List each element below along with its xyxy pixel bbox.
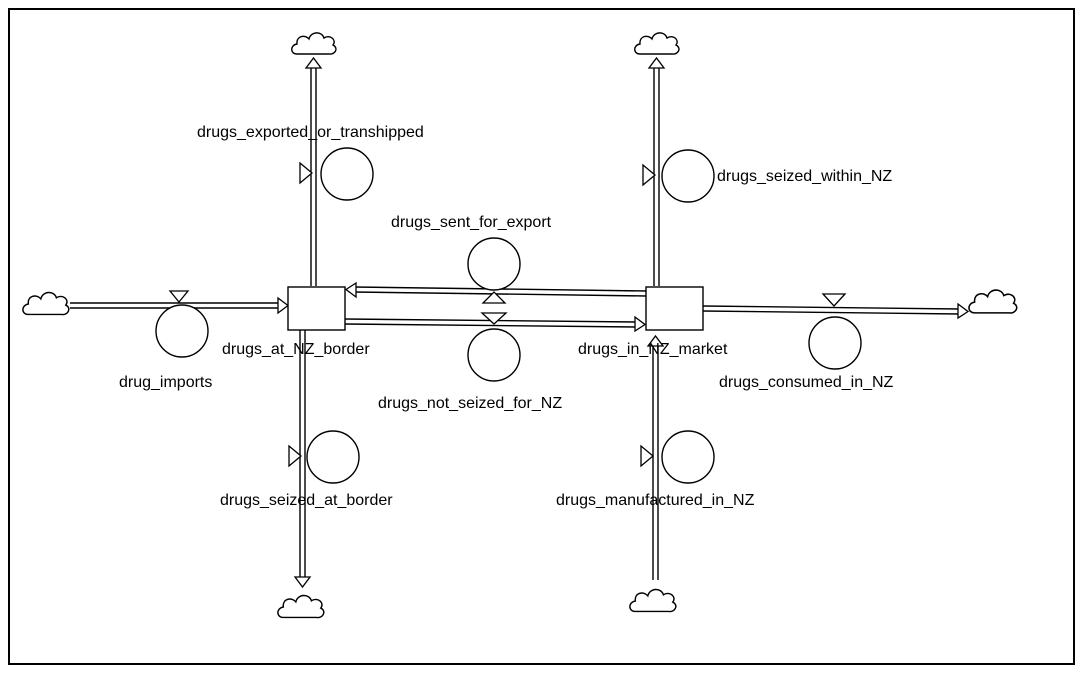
label-drug-imports: drug_imports <box>119 374 212 391</box>
arrowhead-icon <box>293 576 312 589</box>
label-drugs-not-seized-for-nz: drugs_not_seized_for_NZ <box>378 395 562 412</box>
flow-pipe-drugs-manufactured <box>646 334 665 580</box>
arrowhead-icon <box>277 296 290 315</box>
arrowhead-icon <box>304 56 323 69</box>
valve-drugs-exported[interactable] <box>299 147 374 201</box>
label-drugs-exported-or-transhipped: drugs_exported_or_transhipped <box>197 124 424 141</box>
arrowhead-icon <box>957 302 970 320</box>
label-drugs-sent-for-export: drugs_sent_for_export <box>391 214 552 231</box>
flow-pipe-drugs-exported <box>304 56 323 286</box>
label-drugs-at-nz-border: drugs_at_NZ_border <box>222 341 370 358</box>
valve-drugs-sent-for-export[interactable] <box>467 237 521 304</box>
valve-drugs-seized-within[interactable] <box>642 149 715 203</box>
flow-pipe-drugs-consumed <box>702 302 970 320</box>
arrowhead-icon <box>344 281 357 299</box>
flow-pipe-drugs-seized-at-border <box>293 330 312 589</box>
valve-drugs-seized-at-border[interactable] <box>288 430 360 484</box>
valve-drug-imports[interactable] <box>155 290 209 358</box>
stock-drugs-at-nz-border[interactable] <box>287 286 346 331</box>
label-drugs-manufactured-in-nz: drugs_manufactured_in_NZ <box>556 492 755 509</box>
label-drugs-consumed-in-nz: drugs_consumed_in_NZ <box>719 374 894 391</box>
arrowhead-icon <box>647 56 666 69</box>
stock-drugs-in-nz-market[interactable] <box>645 286 704 331</box>
arrowhead-icon <box>634 315 647 333</box>
label-drugs-seized-at-border: drugs_seized_at_border <box>220 492 393 509</box>
flow-pipe-drugs-seized-within <box>647 56 666 286</box>
label-drugs-in-nz-market: drugs_in_NZ_market <box>578 341 728 358</box>
arrowhead-icon <box>646 334 665 347</box>
label-drugs-seized-within-nz: drugs_seized_within_NZ <box>717 168 892 185</box>
valve-drugs-manufactured[interactable] <box>640 430 715 484</box>
valve-drugs-consumed[interactable] <box>808 293 862 370</box>
valve-drugs-not-seized[interactable] <box>467 312 521 382</box>
